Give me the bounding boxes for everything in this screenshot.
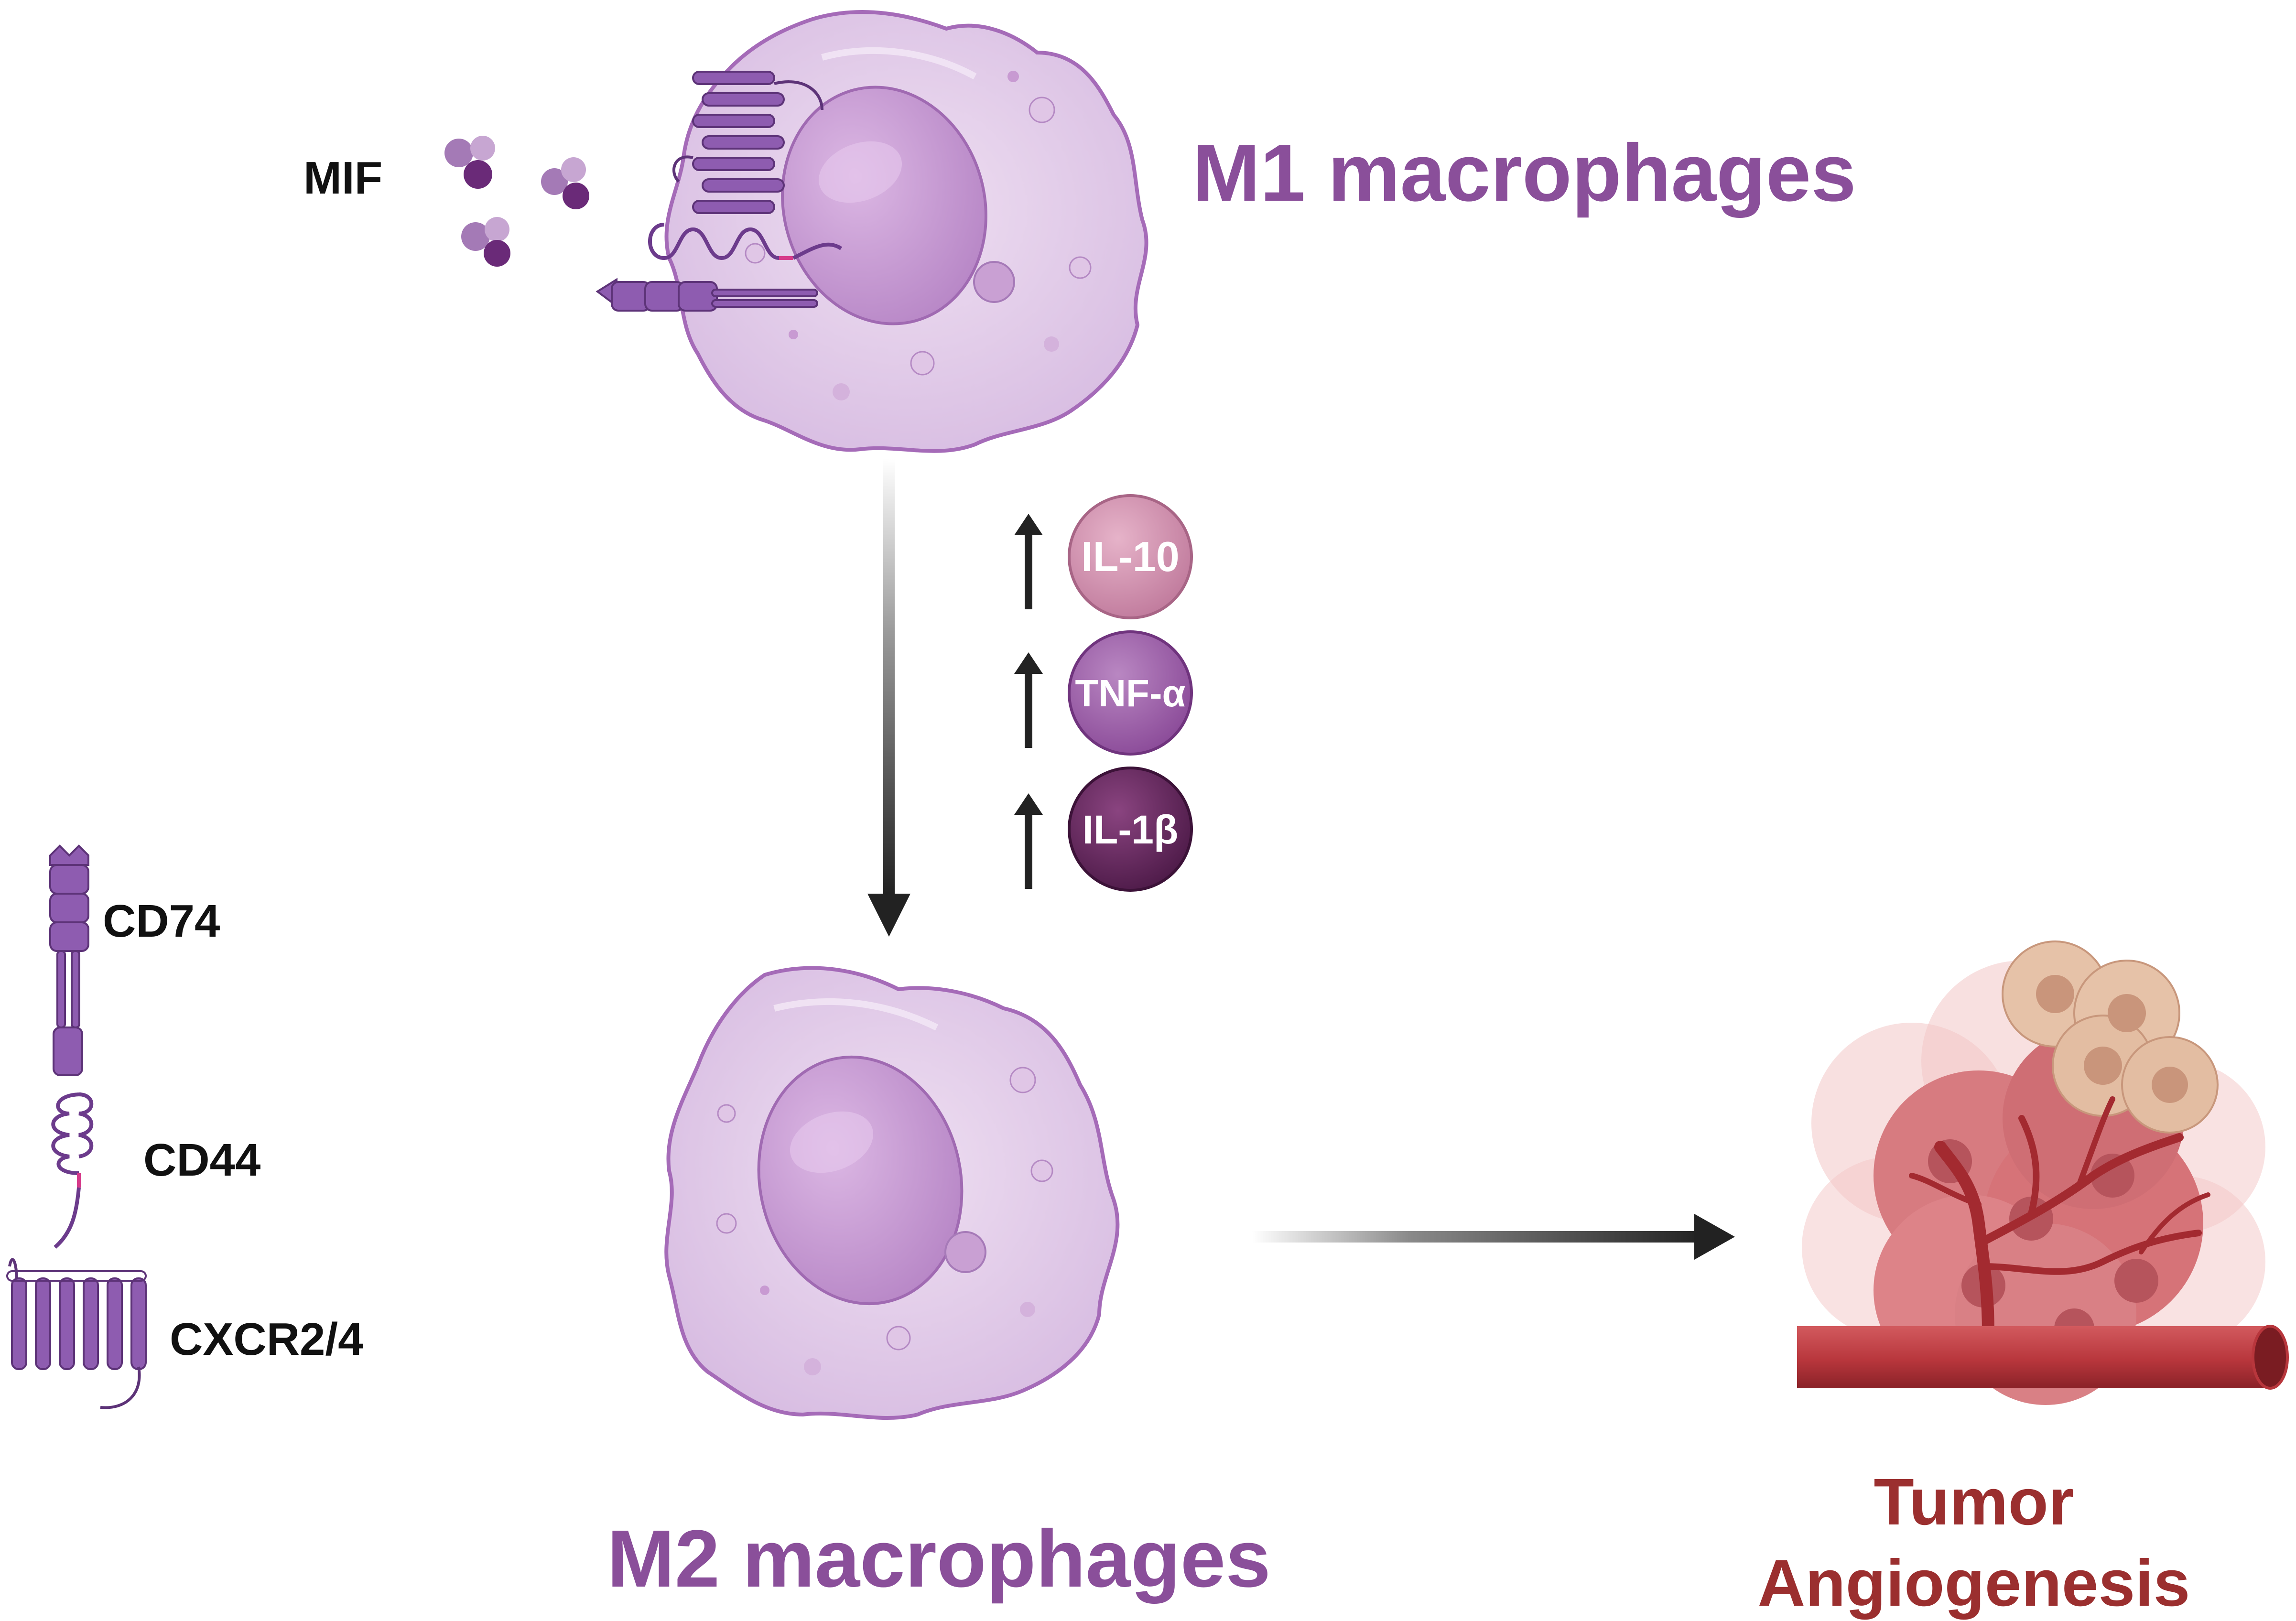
cytokine-il1b: IL-1β — [1068, 767, 1193, 892]
legend-cd44-icon — [51, 1092, 94, 1249]
arrow-m1-to-m2 — [867, 459, 910, 937]
m1-macrophage-cell — [664, 10, 1148, 453]
m1-label: M1 macrophages — [1192, 128, 1856, 218]
tumor-vessels — [1909, 1096, 2210, 1340]
legend-cd44-label: CD44 — [143, 1135, 260, 1186]
m2-macrophage-cell — [664, 966, 1120, 1420]
m2-label: M2 macrophages — [607, 1513, 1271, 1604]
m1-cd44-receptor — [648, 223, 843, 260]
arrow-m2-to-tumor — [1252, 1214, 1735, 1260]
tumor-label-line2: Angiogenesis — [1758, 1546, 2190, 1620]
tumor-label-line1: Tumor — [1874, 1465, 2074, 1539]
m1-cxcr-receptor — [672, 71, 823, 214]
legend-cd74-icon — [49, 844, 89, 1076]
cytokine-tnf: TNF-α — [1068, 630, 1193, 756]
cytokine-il10: IL-10 — [1068, 494, 1193, 619]
cytokine-il1b-label: IL-1β — [1083, 807, 1179, 852]
cytokine-tnf-label: TNF-α — [1075, 672, 1185, 714]
legend-cxcr-label: CXCR2/4 — [170, 1314, 363, 1365]
cytokine-il10-label: IL-10 — [1081, 533, 1179, 580]
legend-cd74-label: CD74 — [103, 896, 220, 947]
legend-cxcr-icon — [6, 1258, 147, 1409]
blood-vessel-tube — [1797, 1325, 2289, 1390]
m1-cd74-receptor — [596, 278, 818, 312]
mif-molecules — [444, 136, 589, 267]
mif-label: MIF — [303, 152, 382, 204]
cytokine-up-arrows — [1014, 514, 1043, 889]
